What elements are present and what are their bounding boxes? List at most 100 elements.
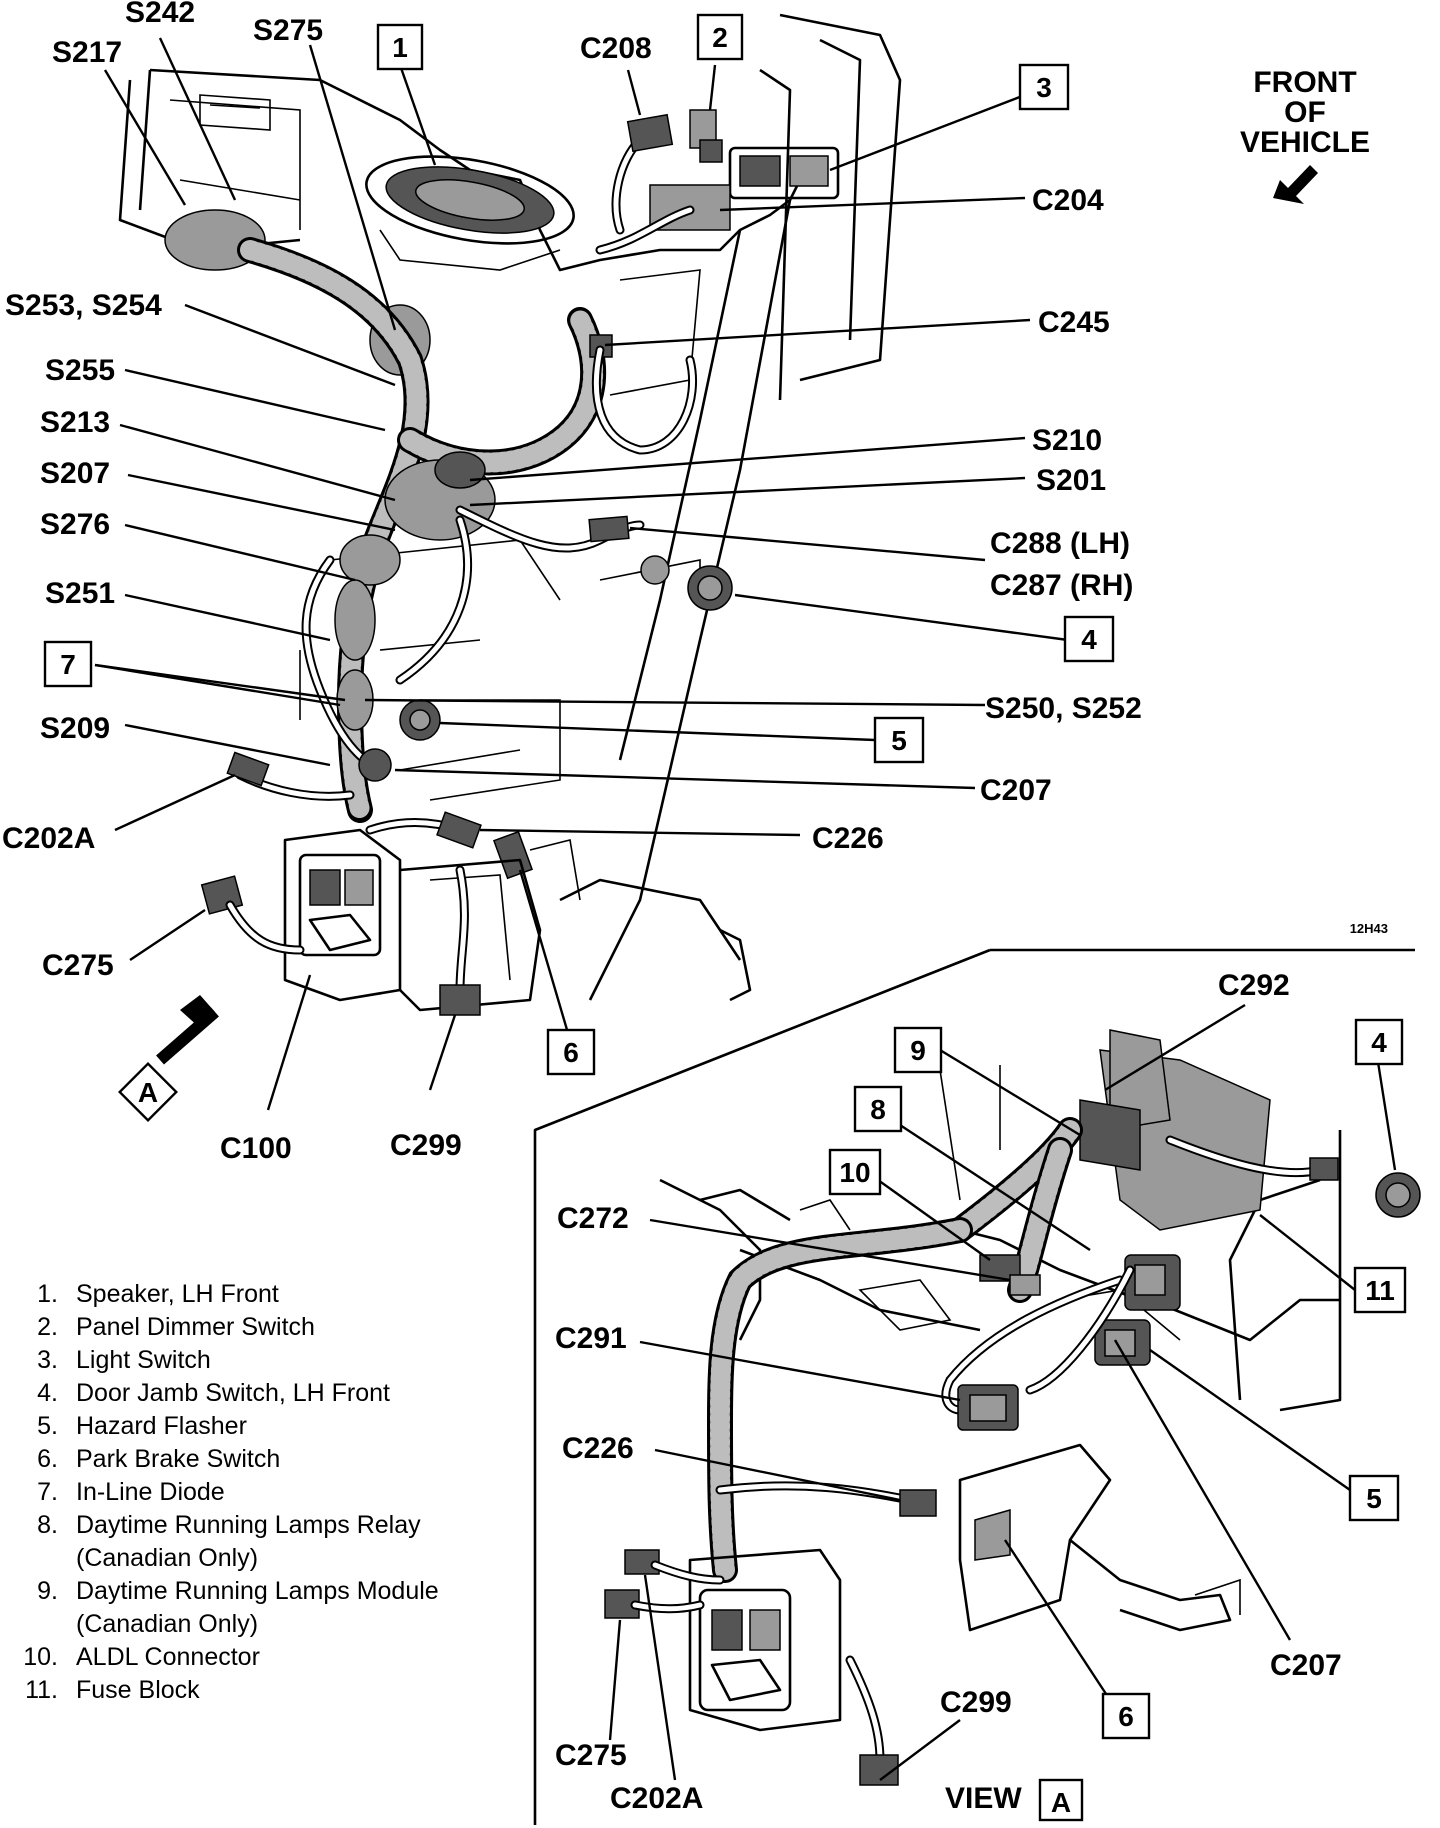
legend-item: 3. Light Switch bbox=[0, 1344, 560, 1377]
callout-4-text: 4 bbox=[1081, 624, 1097, 655]
main-view-drawing bbox=[118, 13, 902, 1065]
legend-item-text: Daytime Running Lamps Module (Canadian O… bbox=[76, 1577, 439, 1638]
label-s253-s254: S253, S254 bbox=[5, 289, 162, 322]
view-a-callout-10: 10 bbox=[828, 1148, 882, 1196]
label-s255: S255 bbox=[45, 354, 115, 387]
view-a-leaders bbox=[608, 1003, 1397, 1781]
callout-5: 5 bbox=[873, 716, 925, 764]
legend-item-text: Daytime Running Lamps Relay (Canadian On… bbox=[76, 1511, 421, 1572]
view-a-callout-11: 11 bbox=[1353, 1266, 1407, 1314]
main-view-labels: S217 S242 S275 S253, S254 S255 S213 S207… bbox=[2, 0, 1142, 1165]
view-a-callouts: 9 8 10 4 11 5 6 VIEW A bbox=[828, 1018, 1407, 1822]
view-a-callout-6: 6 bbox=[1101, 1692, 1151, 1740]
legend-item: 1. Speaker, LH Front bbox=[0, 1278, 560, 1311]
legend-item-text: Park Brake Switch bbox=[76, 1445, 281, 1473]
label-s251: S251 bbox=[45, 577, 115, 610]
legend-item-text: Speaker, LH Front bbox=[76, 1280, 279, 1308]
front-of-vehicle-indicator: FRONT OF VEHICLE bbox=[1240, 66, 1370, 204]
legend-item-number: 10. bbox=[23, 1643, 58, 1671]
view-a-drawing bbox=[604, 1029, 1421, 1786]
label-s210: S210 bbox=[1032, 424, 1102, 457]
callout-2: 2 bbox=[696, 13, 744, 61]
view-a-label-c291: C291 bbox=[555, 1322, 627, 1355]
legend-item-text: Door Jamb Switch, LH Front bbox=[76, 1379, 390, 1407]
label-s217: S217 bbox=[52, 36, 122, 69]
view-a-label-c226: C226 bbox=[562, 1432, 634, 1465]
legend-item: 7.In-Line Diode bbox=[0, 1476, 560, 1509]
view-a-callout-4: 4 bbox=[1354, 1018, 1404, 1066]
label-s201: S201 bbox=[1036, 464, 1106, 497]
legend-item: 8. Daytime Running Lamps Relay (Canadian … bbox=[0, 1509, 560, 1575]
legend-item-number: 7. bbox=[37, 1478, 58, 1506]
view-a-callout-9: 9 bbox=[893, 1026, 943, 1074]
view-a-frame bbox=[533, 948, 1415, 1825]
label-s207: S207 bbox=[40, 457, 110, 490]
view-a-labels: C292 C272 C291 C226 C207 C299 C275 C202A bbox=[555, 969, 1342, 1815]
callout-6: 6 bbox=[546, 1028, 596, 1076]
view-a-title: VIEW A bbox=[945, 1778, 1084, 1822]
callout-1: 1 bbox=[376, 23, 424, 71]
view-a-callout-10-text: 10 bbox=[839, 1157, 870, 1188]
legend-item-text: Fuse Block bbox=[76, 1676, 200, 1704]
view-a-callout-5: 5 bbox=[1348, 1474, 1400, 1522]
front-arrow-icon bbox=[1273, 165, 1318, 204]
legend-item-number: 5. bbox=[37, 1412, 58, 1440]
callout-3-text: 3 bbox=[1036, 72, 1052, 103]
legend-item-number: 8. bbox=[37, 1511, 58, 1539]
view-a-callout-4-text: 4 bbox=[1371, 1027, 1387, 1058]
legend-item: 2.Panel Dimmer Switch bbox=[0, 1311, 560, 1344]
legend-item: 4. Door Jamb Switch, LH Front bbox=[0, 1377, 560, 1410]
legend-item-number: 11. bbox=[25, 1676, 58, 1704]
legend-item: 6.Park Brake Switch bbox=[0, 1443, 560, 1476]
legend-item: 10. ALDL Connector bbox=[0, 1641, 560, 1674]
label-s242: S242 bbox=[125, 0, 195, 29]
label-s275: S275 bbox=[253, 14, 323, 47]
legend-item-number: 1. bbox=[37, 1280, 58, 1308]
view-a-label-c272: C272 bbox=[557, 1202, 629, 1235]
main-view-leaders bbox=[94, 37, 1069, 1111]
label-c299: C299 bbox=[390, 1129, 462, 1162]
label-c202a: C202A bbox=[2, 822, 95, 855]
label-s276: S276 bbox=[40, 508, 110, 541]
legend-item-text: Light Switch bbox=[76, 1346, 211, 1374]
label-c288: C288 (LH) bbox=[990, 527, 1130, 560]
label-c275: C275 bbox=[42, 949, 114, 982]
view-a-title-text: VIEW bbox=[945, 1782, 1022, 1815]
view-a-label-c292: C292 bbox=[1218, 969, 1290, 1002]
label-c100: C100 bbox=[220, 1132, 292, 1165]
legend-item-text: ALDL Connector bbox=[76, 1643, 260, 1671]
label-s213: S213 bbox=[40, 406, 110, 439]
view-a-label-c299: C299 bbox=[940, 1686, 1012, 1719]
legend-item-number: 2. bbox=[37, 1313, 58, 1341]
view-a-callout-8-text: 8 bbox=[870, 1094, 886, 1125]
component-legend: 1. Speaker, LH Front 2.Panel Dimmer Switch… bbox=[0, 1278, 560, 1707]
callout-6-text: 6 bbox=[563, 1037, 579, 1068]
legend-item-number: 4. bbox=[37, 1379, 58, 1407]
callout-1-text: 1 bbox=[392, 32, 408, 63]
view-a-callout-8: 8 bbox=[853, 1085, 903, 1133]
legend-item: 5. Hazard Flasher bbox=[0, 1410, 560, 1443]
view-a-label-c275: C275 bbox=[555, 1739, 627, 1772]
label-c287: C287 (RH) bbox=[990, 569, 1133, 602]
view-a-callout-6-text: 6 bbox=[1118, 1701, 1134, 1732]
legend-item-number: 9. bbox=[37, 1577, 58, 1605]
legend-item: 9. Daytime Running Lamps Module (Canadian… bbox=[0, 1575, 560, 1641]
orientation-line3: VEHICLE bbox=[1240, 126, 1370, 159]
callout-7-text: 7 bbox=[60, 649, 76, 680]
callout-7: 7 bbox=[43, 640, 93, 688]
label-c204: C204 bbox=[1032, 184, 1104, 217]
label-s209: S209 bbox=[40, 712, 110, 745]
label-c245: C245 bbox=[1038, 306, 1110, 339]
callout-5-text: 5 bbox=[891, 725, 907, 756]
view-a-label-c207: C207 bbox=[1270, 1649, 1342, 1682]
view-a-callout-11-text: 11 bbox=[1365, 1275, 1395, 1306]
label-c226: C226 bbox=[812, 822, 884, 855]
label-c208: C208 bbox=[580, 32, 652, 65]
legend-item-text: Hazard Flasher bbox=[76, 1412, 247, 1440]
view-a-callout-5-text: 5 bbox=[1366, 1483, 1382, 1514]
legend-item-number: 3. bbox=[37, 1346, 58, 1374]
callout-2-text: 2 bbox=[712, 22, 728, 53]
view-a-marker-letter: A bbox=[138, 1077, 158, 1108]
main-view-callouts: 1 2 3 4 5 6 7 A bbox=[43, 13, 1115, 1122]
